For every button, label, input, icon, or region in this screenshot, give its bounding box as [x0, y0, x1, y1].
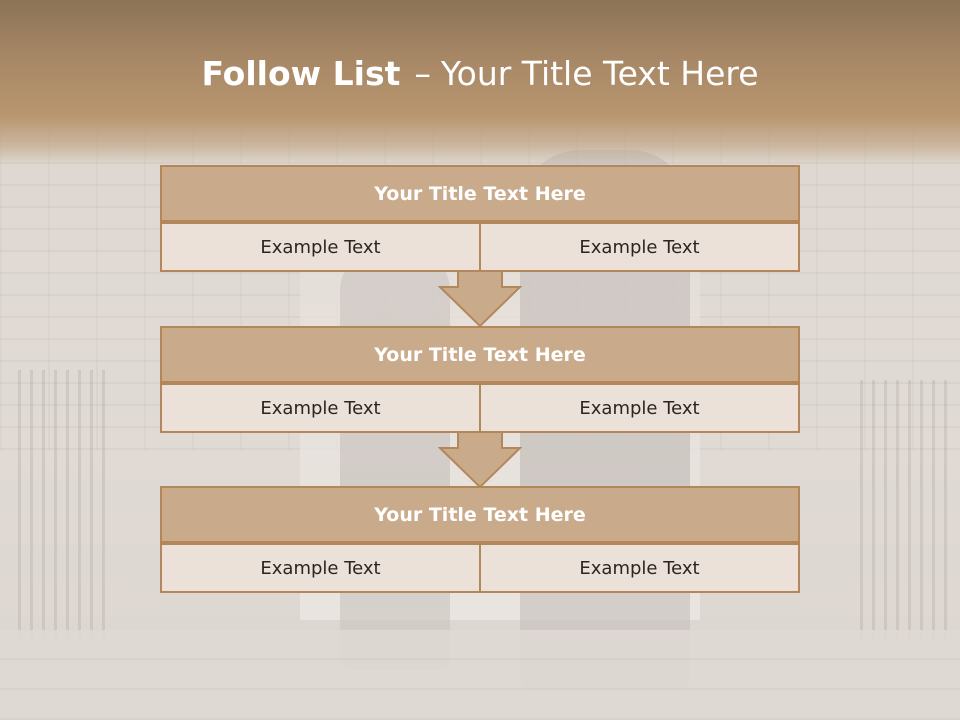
- list-block-2: Your Title Text Here Example Text Exampl…: [160, 326, 800, 433]
- slide-title-bold: Follow List: [201, 54, 401, 93]
- slide-title-rest: Your Title Text Here: [440, 54, 759, 93]
- block-title: Your Title Text Here: [160, 326, 800, 383]
- block-cell-left: Example Text: [160, 383, 480, 433]
- block-cell-left: Example Text: [160, 543, 480, 593]
- block-cell-right: Example Text: [480, 222, 800, 272]
- header-band: [0, 0, 960, 165]
- slide-title-separator: –: [414, 54, 431, 93]
- block-title: Your Title Text Here: [160, 165, 800, 222]
- block-cell-left: Example Text: [160, 222, 480, 272]
- list-block-1: Your Title Text Here Example Text Exampl…: [160, 165, 800, 272]
- block-title: Your Title Text Here: [160, 486, 800, 543]
- block-cell-right: Example Text: [480, 543, 800, 593]
- block-cell-right: Example Text: [480, 383, 800, 433]
- list-block-3: Your Title Text Here Example Text Exampl…: [160, 486, 800, 593]
- down-arrow-icon: [438, 431, 522, 489]
- down-arrow-icon: [438, 270, 522, 328]
- slide-title: Follow List–Your Title Text Here: [0, 54, 960, 93]
